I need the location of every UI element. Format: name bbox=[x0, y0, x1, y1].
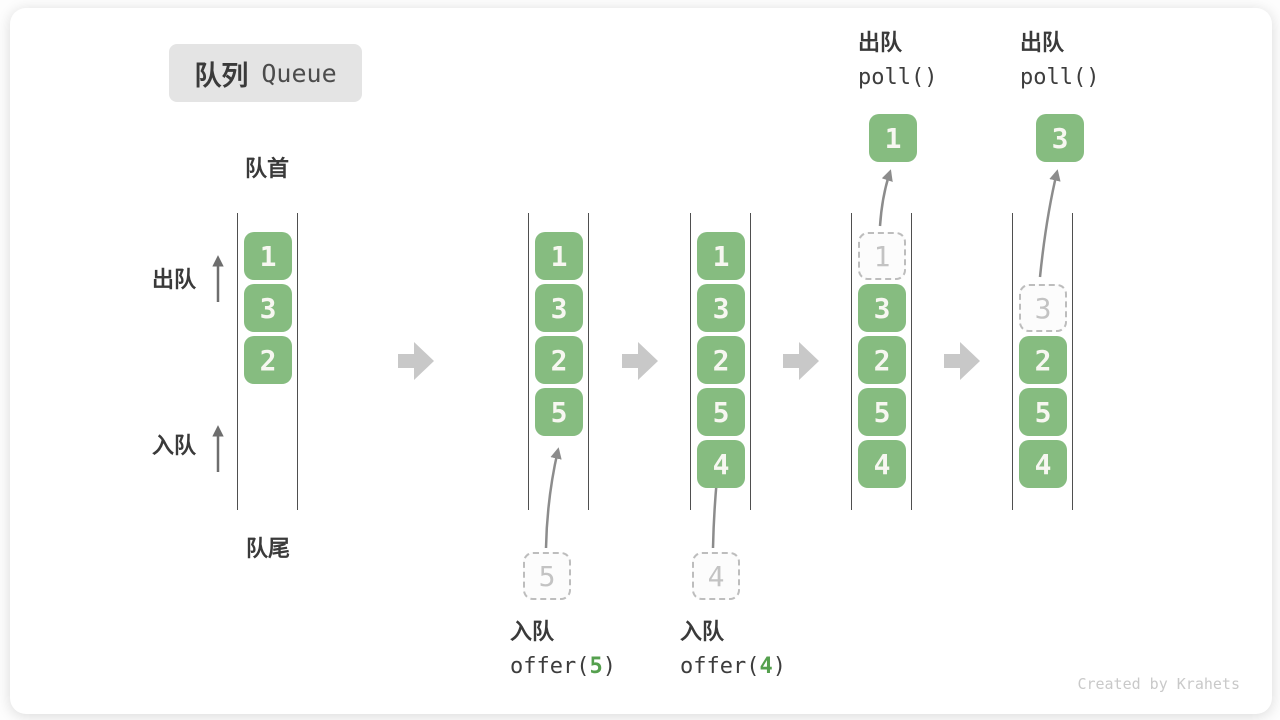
queue-block-3: 3 bbox=[535, 284, 583, 332]
queue-block-1: 1 bbox=[535, 232, 583, 280]
polled-block-3: 3 bbox=[1036, 114, 1084, 162]
offer-op-5-label: 入队 bbox=[510, 619, 555, 644]
queue-block-5: 5 bbox=[535, 388, 583, 436]
poll-op-2-code: poll() bbox=[1020, 65, 1100, 90]
queue-block-5: 5 bbox=[858, 388, 906, 436]
watermark: Created by Krahets bbox=[1077, 675, 1240, 693]
queue-block-4: 4 bbox=[1019, 440, 1067, 488]
queue-block-5: 5 bbox=[697, 388, 745, 436]
offer-op-5-arg: 5 bbox=[589, 654, 603, 679]
queue-block-2: 2 bbox=[244, 336, 292, 384]
incoming-ghost-block-5: 5 bbox=[523, 552, 571, 600]
queue-block-3: 3 bbox=[858, 284, 906, 332]
queue-block-2: 2 bbox=[858, 336, 906, 384]
title-zh: 队列 bbox=[194, 60, 249, 91]
poll-op-1: 出队 poll() bbox=[858, 30, 1018, 91]
ghost-block-1: 1 bbox=[858, 232, 906, 280]
queue-block-2: 2 bbox=[697, 336, 745, 384]
title-box: 队列 Queue bbox=[169, 44, 362, 102]
offer-op-4-label: 入队 bbox=[680, 619, 725, 644]
offer-op-4-arg: 4 bbox=[759, 654, 773, 679]
poll-op-1-label: 出队 bbox=[858, 30, 903, 55]
dequeue-side-label: 出队 bbox=[151, 267, 196, 292]
queue-rear-label: 队尾 bbox=[245, 536, 290, 561]
enqueue-side-label: 入队 bbox=[151, 433, 196, 458]
title-en: Queue bbox=[261, 58, 337, 88]
offer-op-5-code: offer(5) bbox=[510, 654, 616, 679]
queue-block-1: 1 bbox=[697, 232, 745, 280]
queue-block-3: 3 bbox=[697, 284, 745, 332]
queue-block-5: 5 bbox=[1019, 388, 1067, 436]
queue-block-4: 4 bbox=[697, 440, 745, 488]
queue-block-4: 4 bbox=[858, 440, 906, 488]
polled-block-1: 1 bbox=[869, 114, 917, 162]
queue-block-1: 1 bbox=[244, 232, 292, 280]
poll-op-2-label: 出队 bbox=[1020, 30, 1065, 55]
offer-op-4-code: offer(4) bbox=[680, 654, 786, 679]
queue-block-2: 2 bbox=[535, 336, 583, 384]
poll-op-1-code: poll() bbox=[858, 65, 938, 90]
offer-op-5: 入队 offer(5) bbox=[510, 619, 670, 680]
queue-block-2: 2 bbox=[1019, 336, 1067, 384]
poll-op-2: 出队 poll() bbox=[1020, 30, 1180, 91]
queue-front-label: 队首 bbox=[244, 156, 289, 181]
queue-block-3: 3 bbox=[244, 284, 292, 332]
ghost-block-3: 3 bbox=[1019, 284, 1067, 332]
diagram-card bbox=[10, 8, 1272, 714]
offer-op-4: 入队 offer(4) bbox=[680, 619, 840, 680]
incoming-ghost-block-4: 4 bbox=[692, 552, 740, 600]
